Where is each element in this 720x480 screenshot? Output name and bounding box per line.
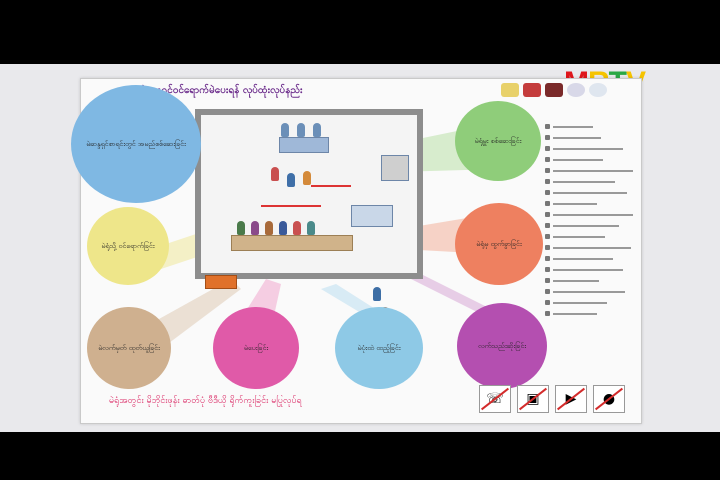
prohibited-items-row: ☏ ▣ ▶ ● — [479, 385, 625, 413]
bubble-blue-large-text: မဲဆန္ဒရှင်စာရင်းတွင် အမည်စစ်ဆေးခြင်း — [86, 140, 186, 148]
direction-arrow — [261, 205, 321, 207]
legend-row — [545, 187, 637, 198]
legend-row — [545, 264, 637, 275]
queue-figure — [307, 221, 315, 235]
legend-row — [545, 132, 637, 143]
exit-figure — [373, 287, 381, 301]
legend-row — [545, 143, 637, 154]
queue-figure — [265, 221, 273, 235]
voter-figure — [271, 167, 279, 181]
bubble-salmon-text: မဲရုံမှ ထွက်ခွာခြင်း — [476, 240, 522, 248]
queue-figure — [251, 221, 259, 235]
check-desk — [279, 137, 329, 153]
voter-figure — [287, 173, 295, 187]
poster-title: မဲဆန္ဒရှင်ဝင်ရောက်မဲပေးရန် လုပ်ထုံးလုပ်န… — [141, 85, 303, 96]
partner-logo-5 — [589, 83, 607, 97]
legend-row — [545, 275, 637, 286]
entrance-sign — [205, 275, 237, 289]
bubble-tan-text: မဲလက်မှတ် ထုတ်ယူခြင်း — [98, 344, 160, 352]
voting-booth — [351, 205, 393, 227]
direction-arrow — [311, 185, 351, 187]
legend-row — [545, 253, 637, 264]
legend-row — [545, 297, 637, 308]
official-figure — [297, 123, 305, 137]
bubble-pink: မဲပေးခြင်း — [213, 307, 299, 389]
queue-figure — [237, 221, 245, 235]
bubble-yellow-text: မဲရုံသို့ ဝင်ရောက်ခြင်း — [101, 242, 155, 250]
no-recording-icon: ● — [593, 385, 625, 413]
official-figure — [281, 123, 289, 137]
bubble-salmon: မဲရုံမှ ထွက်ခွာခြင်း — [455, 203, 543, 285]
legend-row — [545, 165, 637, 176]
queue-bench — [231, 235, 353, 251]
voting-procedure-poster: မဲဆန္ဒရှင်ဝင်ရောက်မဲပေးရန် လုပ်ထုံးလုပ်န… — [71, 78, 642, 424]
partner-logo-3 — [545, 83, 563, 97]
legend-row — [545, 121, 637, 132]
poster-footer-warning: မဲရုံအတွင်း မိုဘိုင်းဖုန်း ဓာတ်ပုံ ဗီဒီယ… — [109, 396, 302, 406]
bubble-purple: လက်သည်းဆိုးခြင်း — [457, 303, 547, 389]
official-figure — [313, 123, 321, 137]
legend-row — [545, 242, 637, 253]
legend-row — [545, 308, 637, 319]
bubble-lightblue: မဲပုံးထဲ ထည့်ခြင်း — [335, 307, 423, 389]
bubble-pink-text: မဲပေးခြင်း — [243, 344, 269, 352]
bubble-blue-large: မဲဆန္ဒရှင်စာရင်းတွင် အမည်စစ်ဆေးခြင်း — [71, 85, 201, 203]
bubble-green: မဲရုံမှူး စစ်ဆေးခြင်း — [455, 101, 541, 181]
no-phone-icon: ☏ — [479, 385, 511, 413]
polling-station-illustration — [195, 109, 423, 279]
queue-figure — [293, 221, 301, 235]
legend-list — [545, 121, 637, 319]
legend-row — [545, 209, 637, 220]
bubble-green-text: မဲရုံမှူး စစ်ဆေးခြင်း — [474, 137, 522, 145]
partner-logo-1 — [501, 83, 519, 97]
partner-logo-2 — [523, 83, 541, 97]
legend-row — [545, 176, 637, 187]
no-video-icon: ▶ — [555, 385, 587, 413]
legend-row — [545, 198, 637, 209]
legend-row — [545, 231, 637, 242]
queue-figure — [279, 221, 287, 235]
bubble-yellow: မဲရုံသို့ ဝင်ရောက်ခြင်း — [87, 207, 169, 285]
legend-row — [545, 220, 637, 231]
legend-row — [545, 286, 637, 297]
bubble-tan: မဲလက်မှတ် ထုတ်ယူခြင်း — [87, 307, 171, 389]
partner-logo-4 — [567, 83, 585, 97]
no-camera-icon: ▣ — [517, 385, 549, 413]
bubble-lightblue-text: မဲပုံးထဲ ထည့်ခြင်း — [357, 344, 401, 352]
ballot-box — [381, 155, 409, 181]
legend-row — [545, 154, 637, 165]
bubble-purple-text: လက်သည်းဆိုးခြင်း — [477, 342, 527, 350]
voter-figure — [303, 171, 311, 185]
tv-frame: MRTV မဲဆန္ဒရှင်ဝင်ရောက်မဲပေးရန် လုပ်ထုံး… — [0, 64, 720, 432]
